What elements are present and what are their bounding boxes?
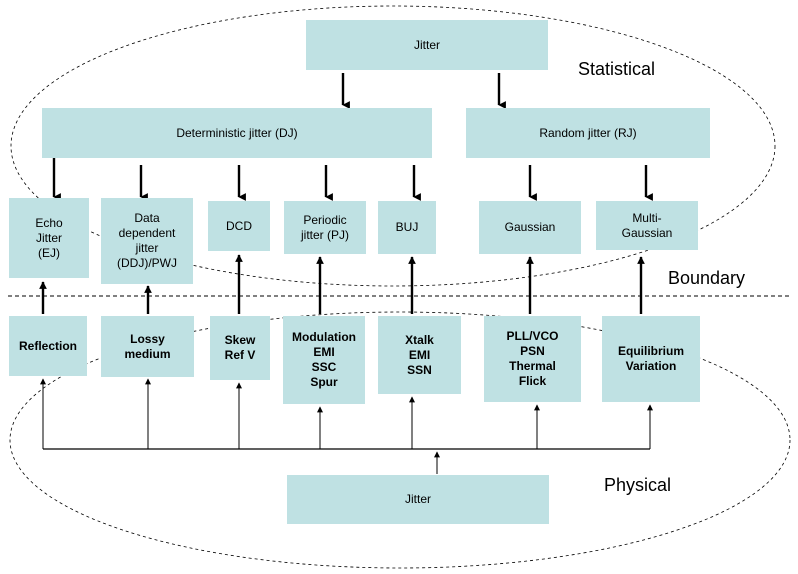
skew-ref-v-box: Skew Ref V [210,316,270,380]
physical-label: Physical [604,475,672,495]
statistical-label: Statistical [578,59,656,79]
buj-box: BUJ [378,201,436,254]
deterministic-jitter-box: Deterministic jitter (DJ) [42,108,432,158]
periodic-jitter-box: Periodic jitter (PJ) [284,201,366,254]
multi-gaussian-box: Multi- Gaussian [596,201,698,250]
modulation-box: Modulation EMI SSC Spur [283,316,365,404]
boundary-label: Boundary [668,268,746,288]
echo-jitter-box: Echo Jitter (EJ) [9,198,89,278]
random-jitter-box: Random jitter (RJ) [466,108,710,158]
reflection-box: Reflection [9,316,87,376]
dcd-box: DCD [208,201,270,251]
xtalk-box: Xtalk EMI SSN [378,316,461,394]
pll-vco-box: PLL/VCO PSN Thermal Flick [484,316,581,402]
data-dependent-jitter-box: Data dependent jitter (DDJ)/PWJ [101,198,193,284]
equilibrium-variation-box: Equilibrium Variation [602,316,700,402]
physical-ellipse [9,311,791,569]
lossy-medium-box: Lossy medium [101,316,194,377]
bottom-jitter-box: Jitter [287,475,549,524]
gaussian-box: Gaussian [479,201,581,254]
statistical-ellipse [10,5,776,287]
top-jitter-box: Jitter [306,20,548,70]
